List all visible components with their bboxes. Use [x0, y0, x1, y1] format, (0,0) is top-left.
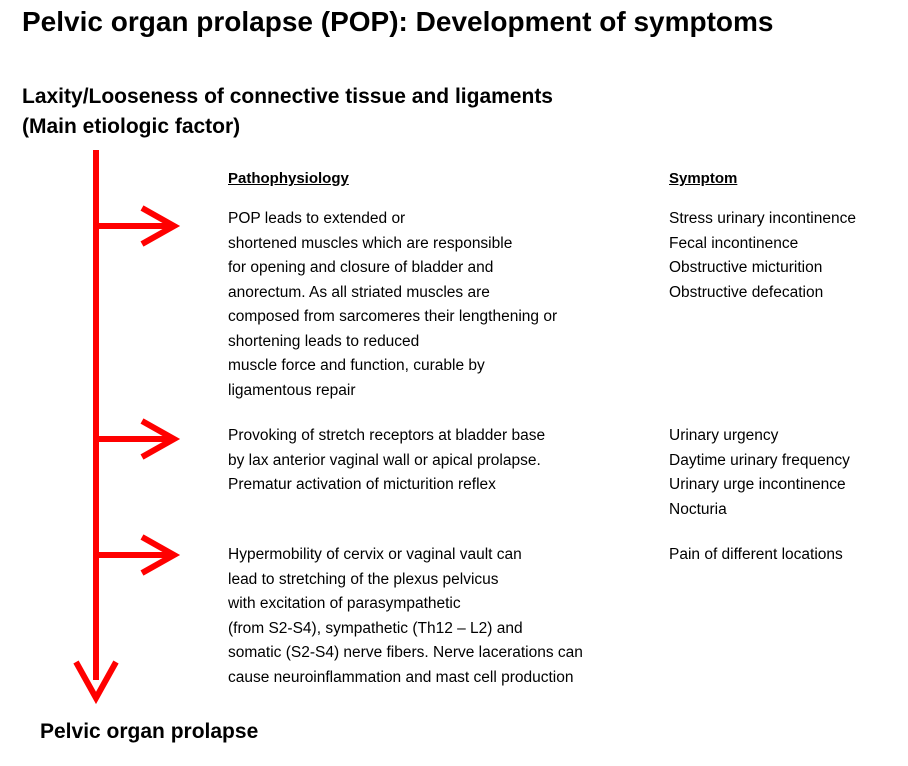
patho-1-line: POP leads to extended or: [228, 210, 406, 227]
symptom-list-3: Pain of different locations: [669, 543, 843, 568]
branch-arrowhead-3: [140, 534, 181, 576]
symptom-header: Symptom: [669, 170, 738, 187]
patho-3-line: Hypermobility of cervix or vaginal vault…: [228, 546, 522, 563]
patho-3-line: with excitation of parasympathetic: [228, 595, 461, 612]
symptom-item: Daytime urinary frequency: [669, 451, 850, 469]
branch-arrowhead-2: [140, 418, 181, 460]
patho-3-line: cause neuroinflammation and mast cell pr…: [228, 668, 574, 686]
pathophysiology-text-3: Hypermobility of cervix or vaginal vault…: [228, 543, 583, 690]
patho-1-line: shortening leads to reduced: [228, 332, 420, 350]
cause-label: Laxity/Looseness of connective tissue an…: [22, 82, 553, 142]
pathophysiology-text-2: Provoking of stretch receptors at bladde…: [228, 424, 545, 498]
patho-2-line: by lax anterior vaginal wall or apical p…: [228, 451, 541, 469]
patho-1-line: shortened muscles which are responsible: [228, 234, 513, 252]
symptom-item: Nocturia: [669, 500, 727, 518]
outcome-label: Pelvic organ prolapse: [40, 720, 259, 743]
patho-3-line: lead to stretching of the plexus pelvicu…: [228, 570, 499, 588]
patho-3-line: somatic (S2-S4) nerve fibers. Nerve lace…: [228, 644, 583, 661]
symptom-list-2: Urinary urgency Daytime urinary frequenc…: [669, 424, 850, 522]
pathophysiology-text-1: POP leads to extended or shortened muscl…: [228, 207, 557, 403]
cause-line-1: Laxity/Looseness of connective tissue an…: [22, 85, 553, 108]
symptom-item: Urinary urge incontinence: [669, 476, 846, 493]
patho-3-line: (from S2-S4), sympathetic (Th12 – L2) an…: [228, 619, 523, 637]
symptom-item: Stress urinary incontinence: [669, 210, 856, 227]
patho-1-line: muscle force and function, curable by: [228, 357, 485, 374]
symptom-item: Pain of different locations: [669, 546, 843, 563]
branch-arrowhead-1: [140, 205, 181, 247]
main-trunk-arrowhead: [73, 660, 119, 705]
pathophysiology-header: Pathophysiology: [228, 170, 349, 187]
symptom-item: Fecal incontinence: [669, 234, 799, 252]
patho-1-line: composed from sarcomeres their lengtheni…: [228, 308, 558, 325]
patho-2-line: Provoking of stretch receptors at bladde…: [228, 427, 546, 444]
diagram-title: Pelvic organ prolapse (POP): Development…: [22, 6, 774, 37]
symptom-item: Urinary urgency: [669, 427, 779, 444]
symptom-list-1: Stress urinary incontinence Fecal incont…: [669, 207, 856, 305]
patho-1-line: for opening and closure of bladder and: [228, 259, 494, 276]
cause-line-2: (Main etiologic factor): [22, 115, 241, 138]
patho-1-line: anorectum. As all striated muscles are: [228, 283, 490, 301]
patho-2-line: Prematur activation of micturition refle…: [228, 476, 496, 493]
patho-1-line: ligamentous repair: [228, 381, 356, 399]
symptom-item: Obstructive micturition: [669, 259, 823, 276]
symptom-item: Obstructive defecation: [669, 283, 824, 301]
